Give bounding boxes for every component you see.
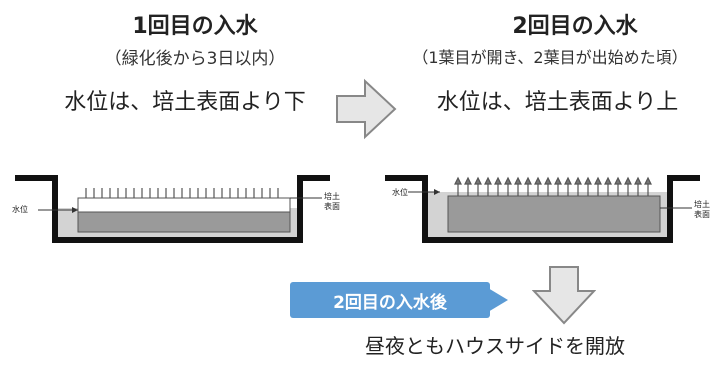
- down-arrow-icon: [532, 266, 596, 325]
- soil-surface-label-1: 培土: [694, 200, 710, 209]
- seedlings: [85, 188, 279, 198]
- seedling-tray: [447, 195, 661, 233]
- first-water-level-text: 水位は、培土表面より下: [64, 90, 306, 115]
- soil-surface-label-1: 培土: [324, 192, 340, 201]
- soil-surface-label-2: 表面: [324, 202, 340, 211]
- water-level-label: 水位: [12, 205, 28, 214]
- after-second-watering-callout: 2回目の入水後: [290, 282, 490, 318]
- callout-pointer: [488, 288, 508, 312]
- seedlings: [454, 176, 652, 196]
- bed-outline: [385, 175, 700, 243]
- first-watering-title: 1回目の入水: [132, 14, 258, 39]
- first-watering-diagram: [15, 175, 330, 243]
- bed-outline: [15, 175, 330, 243]
- second-watering-diagram: [385, 175, 700, 243]
- soil-surface-label-2: 表面: [694, 210, 710, 219]
- second-water-level-text: 水位は、培土表面より上: [436, 90, 679, 115]
- seedling-tray: [77, 209, 291, 233]
- second-watering-subtitle: （1葉目が開き、2葉目が出始めた頃）: [412, 48, 688, 67]
- water-level-label: 水位: [392, 188, 408, 197]
- open-house-sides-text: 昼夜ともハウスサイドを開放: [365, 334, 625, 358]
- second-watering-title: 2回目の入水: [512, 14, 638, 39]
- first-watering-subtitle: （緑化後から3日以内）: [104, 49, 286, 69]
- right-arrow-icon: [336, 78, 397, 140]
